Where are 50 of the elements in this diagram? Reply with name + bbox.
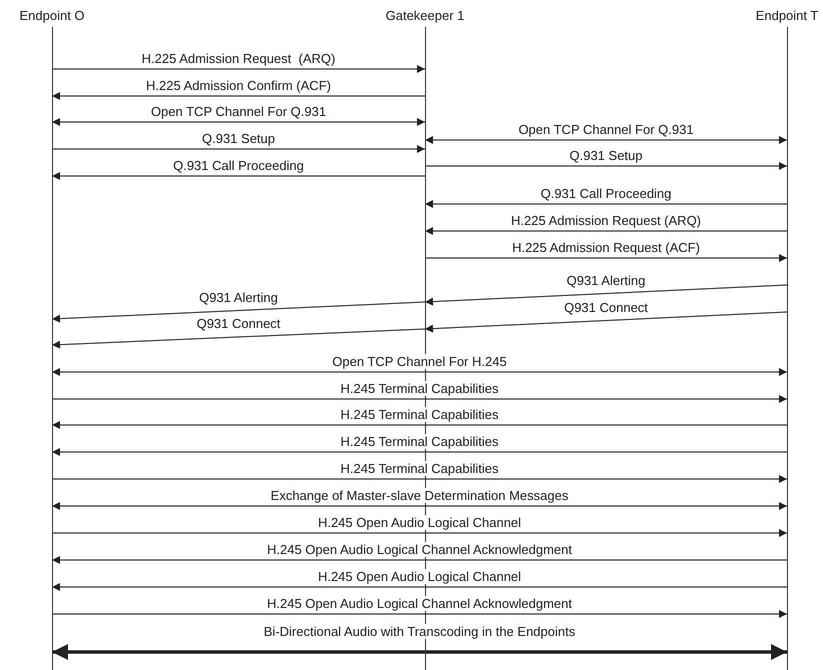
- message-label: H.245 Terminal Capabilities: [338, 461, 500, 476]
- message-label: Open TCP Channel For H.245: [330, 354, 509, 369]
- message-label: Q931 Alerting: [197, 290, 280, 304]
- message-arrow: [52, 368, 788, 376]
- participant-label: Gatekeeper 1: [386, 8, 464, 23]
- message-arrow: [52, 118, 426, 126]
- message-label: Open TCP Channel For Q.931: [148, 104, 328, 119]
- message-arrow: [424, 136, 788, 144]
- message-label: Q931 Connect: [562, 300, 650, 314]
- message-label: H.225 Admission Request (ACF): [510, 240, 702, 255]
- message-arrow: [52, 92, 426, 100]
- message-label: Exchange of Master-slave Determination Messages: [268, 488, 570, 503]
- message-label: Bi-Directional Audio with Transcoding in the Endpoints: [262, 624, 578, 639]
- message-arrow: [52, 529, 788, 537]
- message-arrow: [52, 644, 787, 660]
- message-label: H.245 Terminal Capabilities: [338, 434, 500, 449]
- message-label: H.225 Admission Request (ARQ): [140, 51, 338, 66]
- message-arrow: [424, 162, 788, 170]
- message-arrow: [424, 227, 788, 235]
- message-arrow: [52, 302, 426, 323]
- message-arrow: [52, 502, 788, 510]
- message-label: Q.931 Setup: [568, 148, 644, 163]
- message-arrow: [424, 254, 788, 262]
- message-label: Q931 Connect: [194, 316, 282, 331]
- message-label: H.245 Open Audio Logical Channel Acknowledgment: [265, 542, 574, 557]
- message-arrow: [52, 421, 788, 429]
- message-arrow: [52, 475, 788, 483]
- message-arrow: [52, 172, 426, 180]
- message-label: Open TCP Channel For Q.931: [516, 122, 696, 137]
- message-arrow: [52, 583, 788, 591]
- message-arrow: [52, 448, 788, 456]
- message-arrow: [52, 610, 788, 618]
- message-label: Q.931 Call Proceeding: [171, 158, 306, 173]
- message-label: H.245 Terminal Capabilities: [338, 381, 500, 396]
- message-label: H.225 Admission Confirm (ACF): [144, 78, 333, 93]
- message-arrow: [424, 284, 788, 306]
- message-label: H.245 Terminal Capabilities: [338, 407, 500, 422]
- message-arrow: [52, 556, 788, 564]
- message-label: H.245 Open Audio Logical Channel Acknowledgment: [265, 596, 574, 611]
- participant-label: Endpoint O: [19, 8, 85, 23]
- message-arrow: [52, 328, 426, 349]
- message-arrow: [52, 145, 426, 153]
- message-label: Q.931 Call Proceeding: [538, 186, 674, 201]
- message-arrow: [424, 200, 788, 208]
- message-arrow: [52, 395, 788, 403]
- message-label: Q.931 Setup: [200, 131, 277, 146]
- message-arrow: [424, 312, 788, 333]
- participant-label: Endpoint T: [756, 8, 818, 23]
- message-arrow: [52, 65, 426, 73]
- message-label: Q931 Alerting: [564, 272, 648, 288]
